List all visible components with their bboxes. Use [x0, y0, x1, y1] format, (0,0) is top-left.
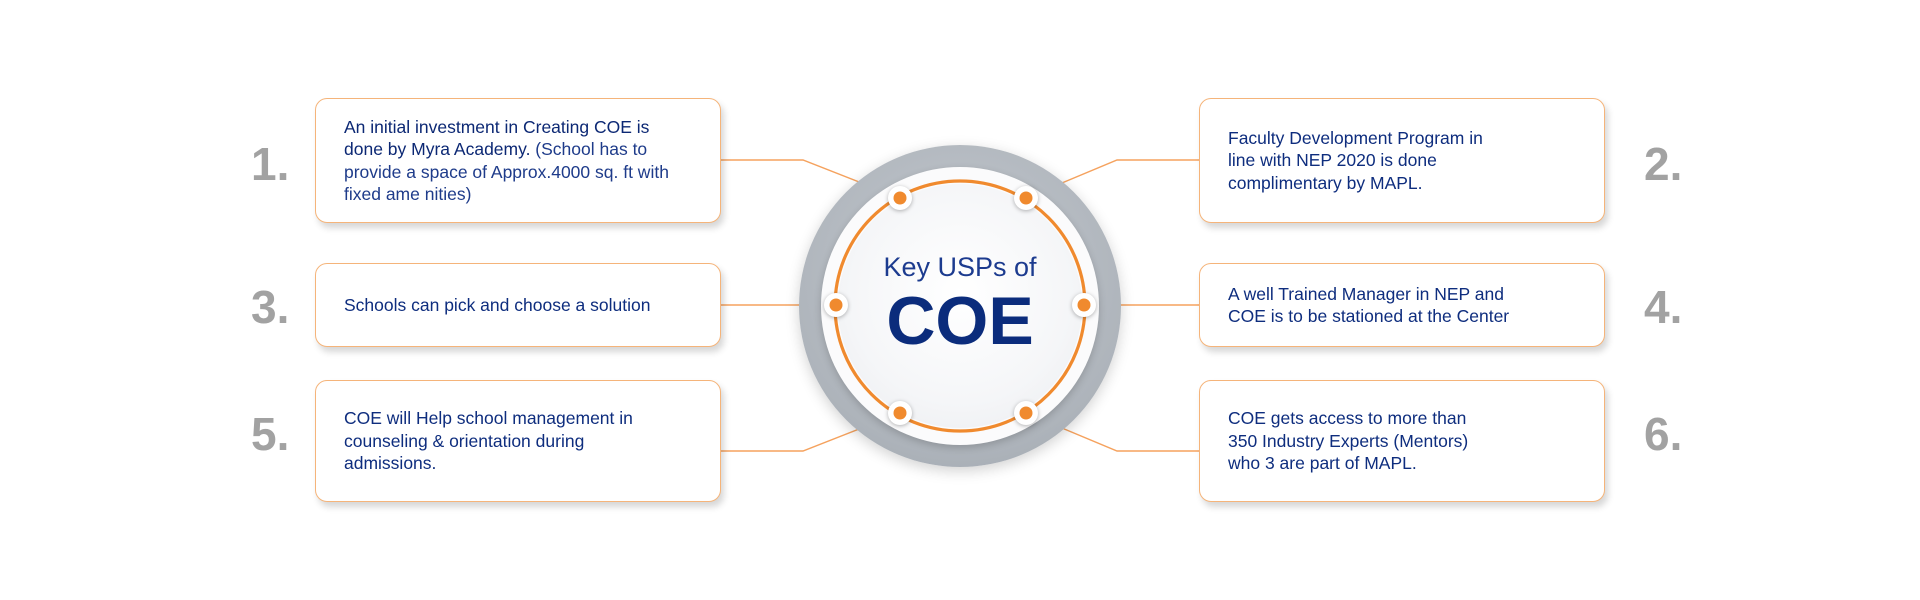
- ring-dot-3: [824, 293, 848, 317]
- usp-box-5: COE will Help school management in couns…: [315, 380, 721, 502]
- usp-box-6: COE gets access to more than 350 Industr…: [1199, 380, 1605, 502]
- ring-dot-6: [1014, 401, 1038, 425]
- usp-text-2: Faculty Development Program in line with…: [1228, 127, 1483, 193]
- usp-box-1: An initial investment in Creating COE is…: [315, 98, 721, 223]
- usp-text-3: Schools can pick and choose a solution: [344, 294, 651, 315]
- ring-dot-1: [888, 186, 912, 210]
- item-number-6: 6.: [1644, 408, 1683, 460]
- item-number-3: 3.: [251, 281, 290, 333]
- usp-text-1: An initial investment in Creating COE is…: [344, 116, 692, 206]
- center-heading: COE: [886, 283, 1034, 359]
- usp-text-4: A well Trained Manager in NEP and COE is…: [1228, 283, 1510, 327]
- item-number-2: 2.: [1644, 138, 1683, 190]
- item-number-5: 5.: [251, 408, 290, 460]
- center-hub-inner-disc: [838, 184, 1082, 428]
- item-number-4: 4.: [1644, 281, 1683, 333]
- ring-dots: [824, 186, 1096, 425]
- usp-text-5: COE will Help school management in couns…: [344, 408, 633, 474]
- ring-dot-4: [1072, 293, 1096, 317]
- center-title: Key USPs of: [883, 252, 1037, 282]
- usp-text-1-lead: An initial investment in Creating COE is…: [344, 116, 650, 160]
- usp-box-3: Schools can pick and choose a solution: [315, 263, 721, 347]
- ring-dot-2: [1014, 186, 1038, 210]
- usp-box-2: Faculty Development Program in line with…: [1199, 98, 1605, 223]
- usp-text-1-detail: (School has to provide a space of Approx…: [344, 139, 669, 204]
- usp-text-6: COE gets access to more than 350 Industr…: [1228, 408, 1469, 474]
- ring-dot-5: [888, 401, 912, 425]
- item-number-1: 1.: [251, 138, 290, 190]
- usp-box-4: A well Trained Manager in NEP and COE is…: [1199, 263, 1605, 347]
